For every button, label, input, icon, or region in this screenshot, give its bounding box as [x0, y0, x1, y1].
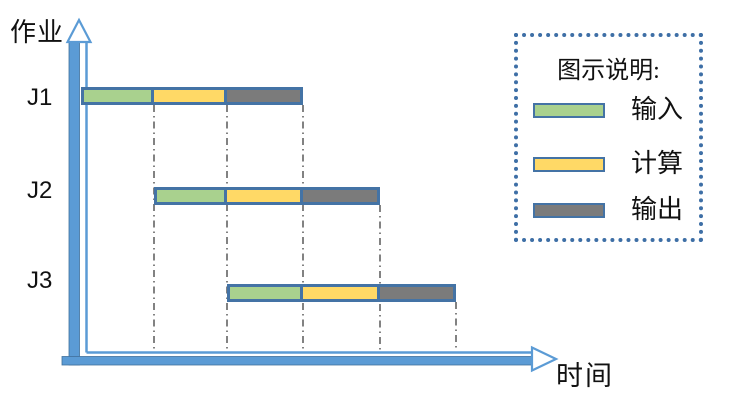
legend-box: 图示说明: 输入 计算 输出 [514, 33, 703, 242]
y-axis-line [68, 37, 80, 366]
job-label-j2: J2 [27, 177, 53, 204]
y-axis-arrowhead-icon [65, 17, 93, 44]
x-axis-label: 时间 [556, 361, 614, 391]
bar-segment-j3-compute [300, 284, 380, 302]
output-swatch-icon [533, 202, 605, 218]
legend-item-input: 输入 [533, 97, 683, 123]
bar-segment-j3-output [377, 284, 456, 302]
bar-segment-j1-output [224, 87, 303, 105]
legend-label-compute: 计算 [631, 149, 684, 178]
legend-item-compute: 计算 [533, 151, 683, 177]
bar-segment-j1-compute [151, 87, 227, 105]
x-axis-arrowhead-icon [530, 345, 559, 373]
job-bar-j1 [81, 87, 303, 105]
bar-segment-j2-output [300, 187, 380, 205]
legend-label-input: 输入 [631, 95, 684, 124]
legend-label-output: 输出 [631, 195, 684, 224]
y-axis-label: 作业 [10, 18, 65, 47]
x-axis-line [61, 356, 539, 366]
legend-item-output: 输出 [533, 197, 683, 223]
bar-segment-j3-input [227, 284, 303, 302]
input-swatch-icon [533, 102, 605, 118]
bar-segment-j2-compute [224, 187, 303, 205]
bar-segment-j2-input [154, 187, 227, 205]
legend-title: 图示说明: [557, 58, 660, 84]
compute-swatch-icon [533, 156, 605, 172]
job-label-j3: J3 [27, 267, 53, 294]
bar-segment-j1-input [81, 87, 154, 105]
job-bar-j2 [154, 187, 380, 205]
job-bar-j3 [227, 284, 456, 302]
job-label-j1: J1 [27, 84, 53, 111]
